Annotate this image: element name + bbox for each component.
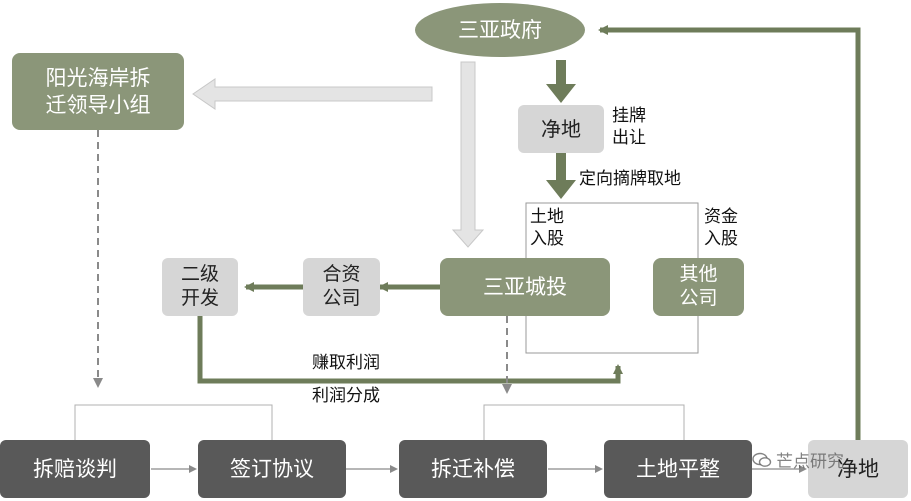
sign-agreement-node: 签订协议 [198,440,346,498]
negotiation-node: 拆赔谈判 [0,440,150,498]
watermark-text: 芒点研究 [776,452,844,472]
gov-to-chengtou-hatched-arrow [451,61,485,248]
sanya-government-node: 三亚政府 [415,3,585,57]
other-company-node: 其他 公司 [653,258,744,316]
gov-to-group-hatched-arrow [192,78,433,110]
land-equity-label: 土地 入股 [530,207,564,250]
earn-profit-label: 赚取利润 [312,353,380,373]
secondary-development-node: 二级 开发 [162,258,238,316]
profit-loop-line [197,316,623,384]
wechat-icon [752,452,772,468]
land-leveling-node: 土地平整 [604,440,752,498]
joint-venture-company-node: 合资 公司 [303,258,380,316]
bracket-left [74,404,273,440]
clean-land-top-node: 净地 [518,105,604,153]
listing-transfer-label: 挂牌 出让 [612,106,646,149]
demolition-leading-group-node: 阳光海岸拆 迁领导小组 [12,53,184,130]
return-to-gov-line [598,25,861,442]
bracket-right [483,404,685,440]
clean-land-bottom-node: 净地 [808,440,908,498]
compensation-node: 拆迁补偿 [399,440,547,498]
capital-equity-label: 资金 入股 [704,207,738,250]
cleanland-to-chengtou-arrow [546,152,576,199]
watermark: 芒点研究 [752,447,844,472]
sanya-chengtou-node: 三亚城投 [440,258,610,316]
directed-listing-label: 定向摘牌取地 [579,169,681,189]
gov-to-cleanland-arrow [546,60,576,103]
profit-share-label: 利润分成 [312,386,380,406]
